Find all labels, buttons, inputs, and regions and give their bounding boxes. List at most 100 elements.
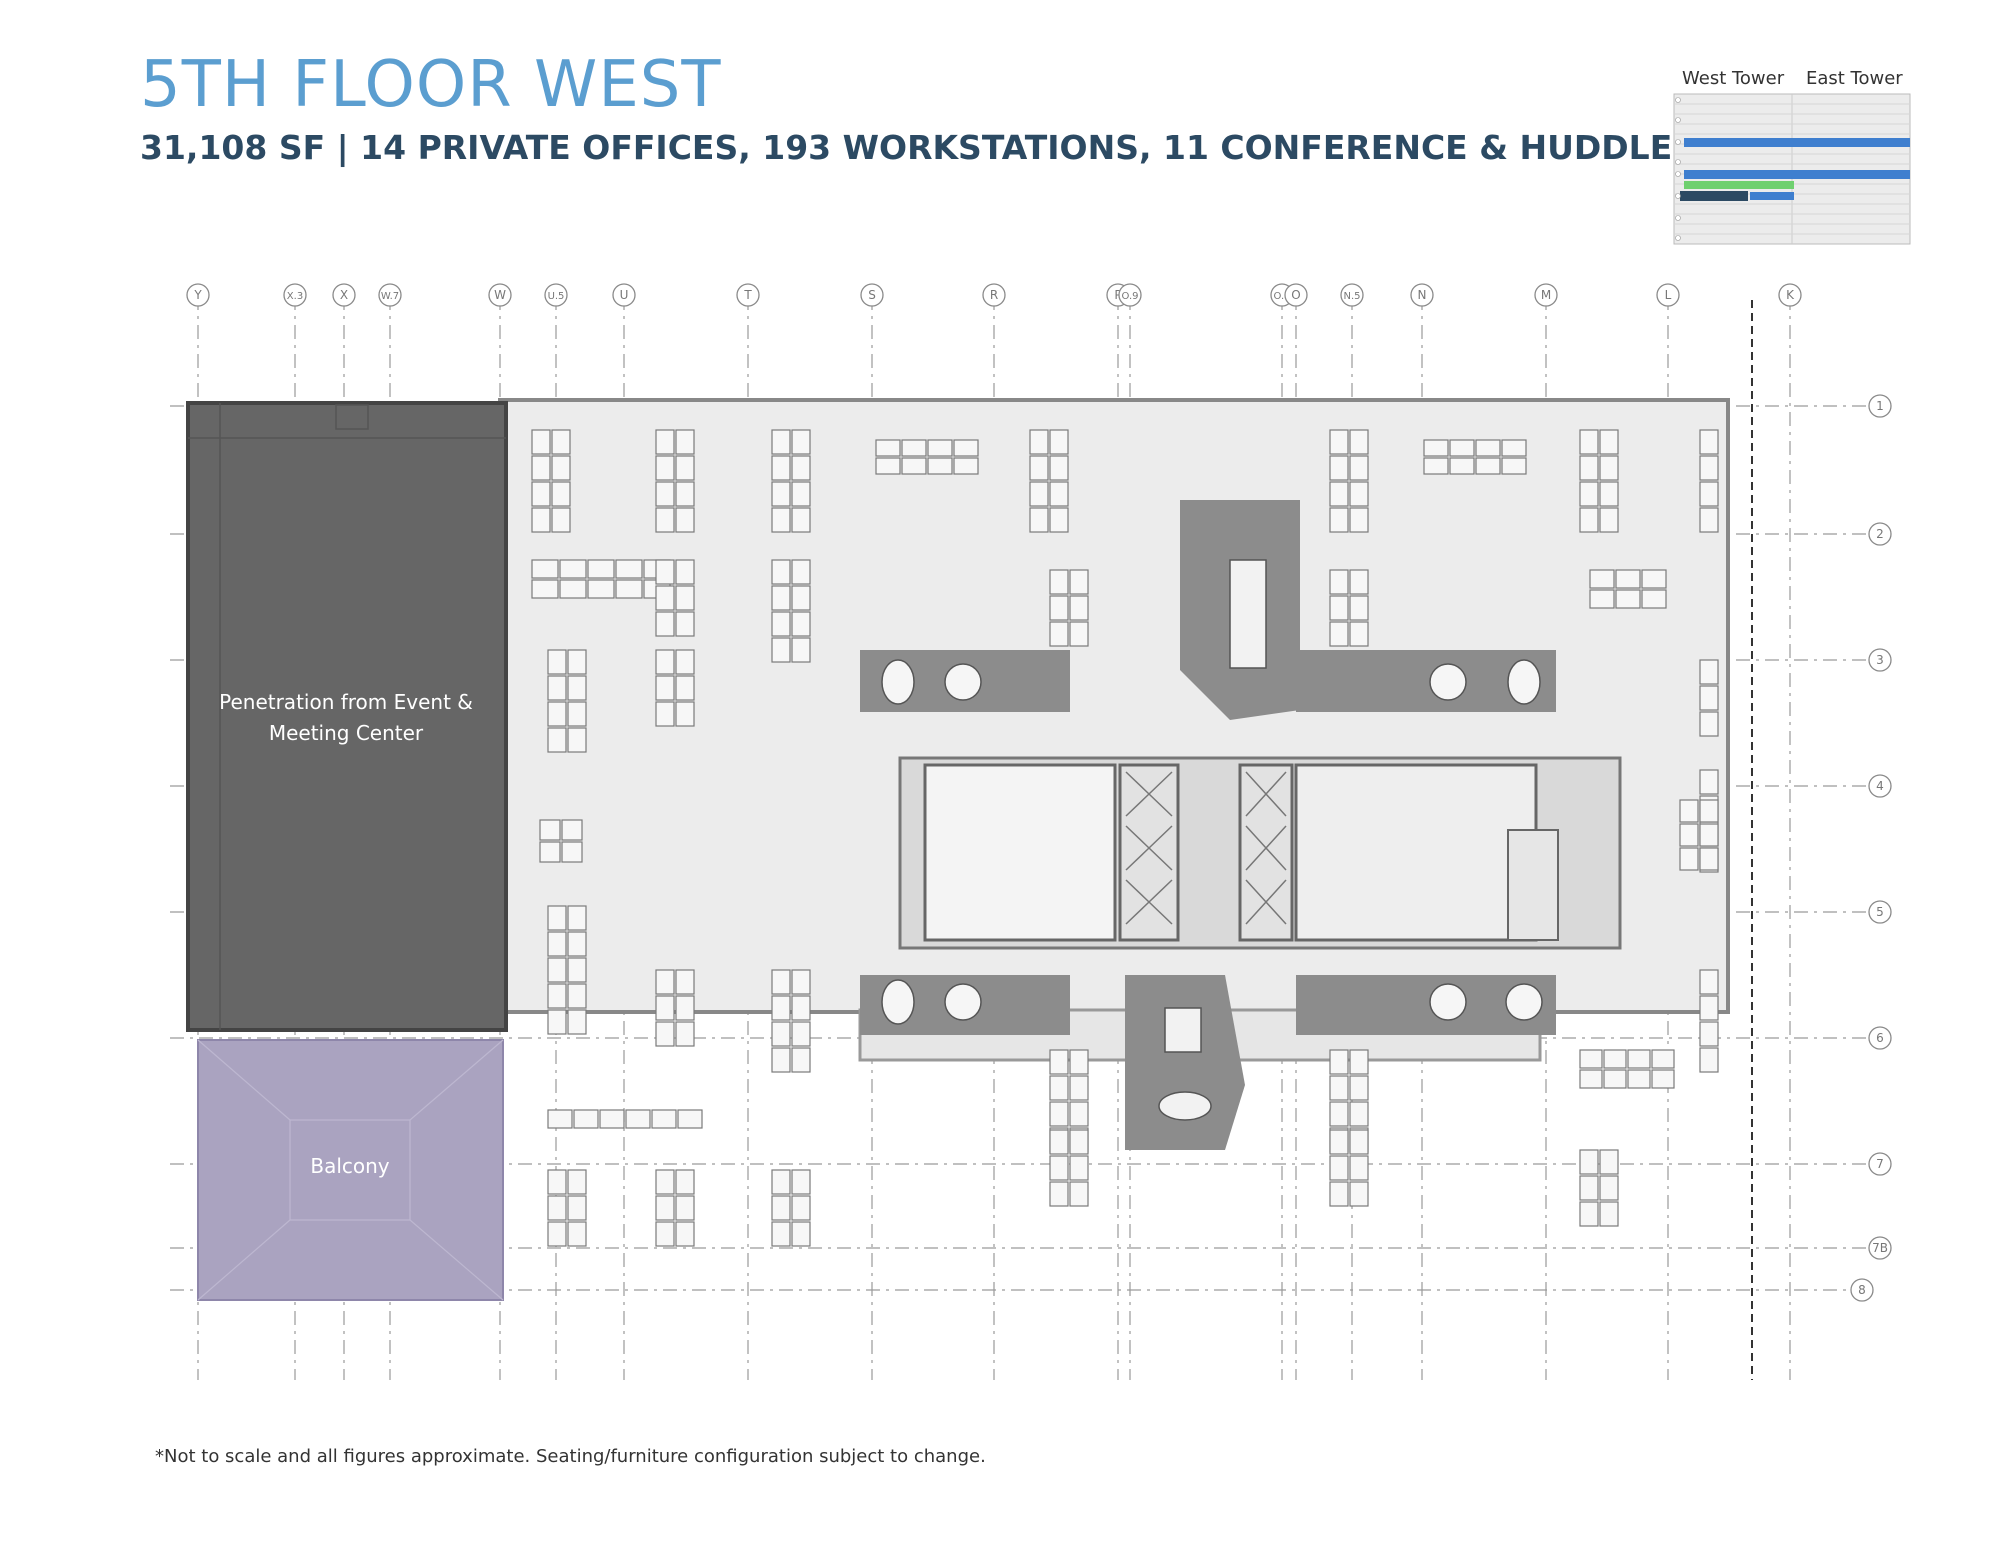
workstation xyxy=(1029,507,1049,533)
grid-label-row: 6 xyxy=(1876,1031,1884,1045)
workstation xyxy=(567,1195,587,1221)
workstation xyxy=(1029,455,1049,481)
workstation xyxy=(547,1195,567,1221)
workstation xyxy=(1349,1101,1369,1127)
grid-bubble-column: W xyxy=(488,283,512,307)
workstation xyxy=(655,995,675,1021)
workstation xyxy=(567,1009,587,1035)
workstation xyxy=(675,585,695,611)
balcony-label: Balcony xyxy=(310,1154,389,1178)
workstation xyxy=(587,579,615,599)
grid-label-row: 7B xyxy=(1872,1241,1888,1255)
grid-bubble-row: 3 xyxy=(1868,648,1892,672)
penetration-zone xyxy=(186,401,508,1032)
workstation xyxy=(1349,481,1369,507)
workstation xyxy=(561,819,583,841)
workstation xyxy=(1599,1149,1619,1175)
workstation xyxy=(1627,1069,1651,1089)
footnote: *Not to scale and all figures approximat… xyxy=(155,1446,986,1467)
workstation xyxy=(1049,1101,1069,1127)
west-tower-label: West Tower xyxy=(1682,68,1785,89)
stacking-diagram xyxy=(1673,93,1911,245)
grid-bubble-column: N xyxy=(1410,283,1434,307)
workstation xyxy=(1349,1075,1369,1101)
workstation xyxy=(771,481,791,507)
penetration-label: Penetration from Event & xyxy=(219,690,473,714)
workstation xyxy=(791,481,811,507)
workstation xyxy=(771,455,791,481)
workstation xyxy=(655,507,675,533)
workstation xyxy=(1501,457,1527,475)
workstation xyxy=(771,585,791,611)
grid-bubble-row: 4 xyxy=(1868,774,1892,798)
grid-label-column: X xyxy=(340,288,348,302)
workstation xyxy=(561,841,583,863)
workstation xyxy=(539,819,561,841)
grid-label-column: K xyxy=(1786,288,1795,302)
workstation xyxy=(1069,1181,1089,1207)
workstation xyxy=(1329,1049,1349,1075)
workstation xyxy=(559,579,587,599)
workstation xyxy=(567,649,587,675)
workstation xyxy=(1699,847,1719,871)
workstation xyxy=(1699,769,1719,795)
workstation xyxy=(1579,1149,1599,1175)
workstation xyxy=(927,457,953,475)
elevator-bank xyxy=(1238,763,1294,942)
workstation xyxy=(791,1221,811,1247)
workstation xyxy=(1069,595,1089,621)
workstation xyxy=(1069,1075,1089,1101)
workstation xyxy=(675,455,695,481)
grid-label-row: 4 xyxy=(1876,779,1884,793)
workstation xyxy=(547,727,567,753)
stack-floor-band xyxy=(1680,191,1748,201)
workstation xyxy=(599,1109,625,1129)
workstation xyxy=(1329,621,1349,647)
workstation xyxy=(1329,1181,1349,1207)
workstation xyxy=(1049,507,1069,533)
workstation xyxy=(1699,1021,1719,1047)
stacking-plan-thumbnail: West Tower East Tower xyxy=(1672,68,1912,248)
workstation xyxy=(791,1047,811,1073)
workstation xyxy=(1049,455,1069,481)
workstation xyxy=(1599,1201,1619,1227)
workstation xyxy=(1329,429,1349,455)
workstation xyxy=(1599,481,1619,507)
workstation xyxy=(1349,1181,1369,1207)
workstation xyxy=(771,1195,791,1221)
workstation xyxy=(1579,1049,1603,1069)
workstation xyxy=(1679,847,1699,871)
workstation xyxy=(1615,589,1641,609)
workstation xyxy=(655,969,675,995)
workstation xyxy=(1603,1069,1627,1089)
workstation xyxy=(1349,429,1369,455)
workstation xyxy=(547,983,567,1009)
workstation xyxy=(1049,1129,1069,1155)
workstation xyxy=(771,995,791,1021)
workstation xyxy=(551,507,571,533)
workstation xyxy=(547,957,567,983)
grid-label-row: 7 xyxy=(1876,1157,1884,1171)
workstation xyxy=(1349,455,1369,481)
workstation xyxy=(1329,595,1349,621)
workstation xyxy=(675,1195,695,1221)
workstation xyxy=(1579,481,1599,507)
grid-label-column: L xyxy=(1665,288,1672,302)
workstation xyxy=(675,995,695,1021)
grid-label-column: W.7 xyxy=(381,291,399,302)
grid-label-column: S xyxy=(868,288,876,302)
workstation xyxy=(791,455,811,481)
workstation xyxy=(1641,569,1667,589)
workstation xyxy=(791,429,811,455)
workstation xyxy=(675,507,695,533)
workstation xyxy=(1699,507,1719,533)
workstation xyxy=(1699,685,1719,711)
conference-room xyxy=(1125,975,1245,1150)
workstation xyxy=(1475,439,1501,457)
workstation xyxy=(1449,457,1475,475)
workstation xyxy=(1699,1047,1719,1073)
workstation xyxy=(1699,799,1719,823)
workstation xyxy=(1069,1049,1089,1075)
workstation xyxy=(1589,589,1615,609)
stack-floor-band xyxy=(1684,170,1910,179)
